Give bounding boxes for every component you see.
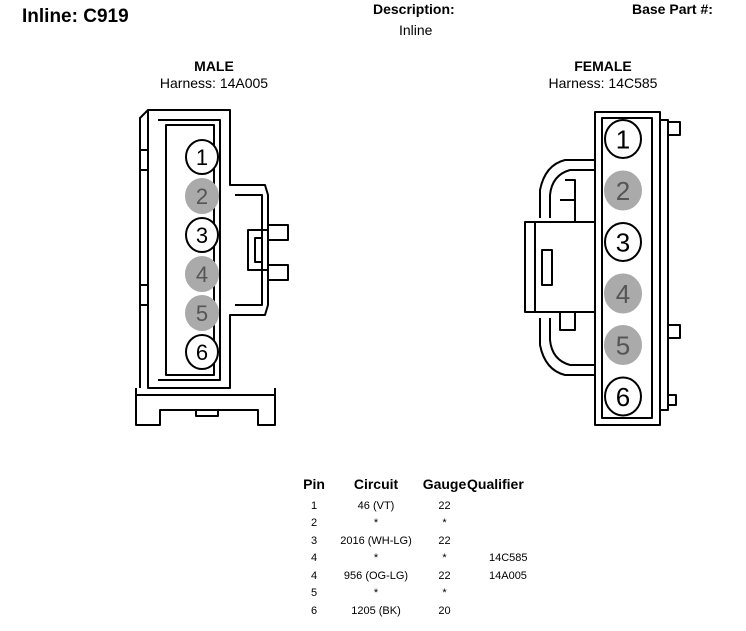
pin-column-header: Pin [303, 476, 325, 492]
circuit-cell: 956 (OG-LG) [343, 569, 409, 582]
male-pin-circle [185, 217, 219, 253]
female-pin-5: 5 [604, 325, 642, 365]
male-pin-6: 6 [185, 334, 219, 370]
male-harness-label: Harness: 14A005 [159, 75, 269, 91]
female-pin-label: 6 [616, 382, 630, 412]
qualifier-cell: 14A005 [489, 569, 527, 582]
connector-title: Inline: C919 [22, 6, 129, 27]
pin-cell: 5 [310, 587, 318, 600]
table-row: 1 46 (VT) 22 [298, 497, 569, 515]
circuit-cell: 1205 (BK) [351, 604, 401, 617]
male-connector-title: MALE [194, 58, 234, 74]
female-pin-label: 3 [616, 227, 630, 257]
male-pin-label: 4 [196, 262, 208, 287]
female-pin-label: 5 [616, 330, 630, 360]
female-pin-label: 4 [616, 279, 630, 309]
pin-cell: 3 [310, 534, 318, 547]
table-row: 2 * * [298, 515, 569, 533]
female-pin-4: 4 [604, 273, 642, 314]
circuit-cell: 2016 (WH-LG) [340, 534, 412, 547]
description-label: Description: [373, 1, 455, 17]
table-row: 3 2016 (WH-LG) 22 [298, 532, 569, 550]
pin-cell: 4 [310, 552, 318, 565]
female-pin-group: 1 2 3 4 5 6 [604, 119, 642, 417]
male-pin-circle [185, 256, 219, 292]
description-value: Inline [399, 22, 433, 38]
female-pin-2: 2 [604, 170, 642, 211]
male-pin-3: 3 [185, 217, 219, 253]
male-pin-circle [185, 334, 219, 370]
male-pin-4: 4 [185, 256, 219, 292]
table-row: 5 * * [298, 585, 569, 603]
male-pin-label: 1 [196, 145, 208, 170]
qualifier-cell: 14C585 [489, 552, 528, 565]
gauge-cell: * [442, 587, 447, 600]
circuit-column-header: Circuit [353, 476, 399, 492]
female-pin-circle [604, 273, 642, 314]
base-part-label: Base Part #: [632, 1, 713, 17]
female-pin-circle [604, 325, 642, 365]
gauge-column-header: Gauge [422, 476, 467, 492]
male-pin-circle [185, 139, 219, 175]
female-pin-circle [604, 119, 642, 159]
female-pin-3: 3 [604, 222, 642, 262]
gauge-cell: 22 [438, 534, 451, 547]
male-pin-group: 1 2 3 4 5 6 [185, 139, 219, 370]
qualifier-cell [467, 497, 569, 515]
pin-cell: 1 [310, 499, 318, 512]
qualifier-cell [467, 602, 569, 620]
gauge-cell: 22 [438, 569, 451, 582]
qualifier-cell [467, 515, 569, 533]
male-pin-label: 2 [196, 184, 208, 209]
male-pin-1: 1 [185, 139, 219, 175]
gauge-cell: * [442, 517, 447, 530]
female-connector-title: FEMALE [574, 58, 632, 74]
gauge-cell: * [442, 552, 447, 565]
male-pin-label: 5 [196, 301, 208, 326]
female-pin-6: 6 [604, 376, 642, 417]
female-pin-circle [604, 222, 642, 262]
table-row: 6 1205 (BK) 20 [298, 602, 569, 620]
table-row: 4 956 (OG-LG) 22 14A005 [298, 567, 569, 585]
qualifier-column-header: Qualifier [467, 476, 524, 492]
circuit-cell: * [373, 587, 379, 600]
circuit-cell: * [373, 517, 379, 530]
table-row: 4 * * 14C585 [298, 550, 569, 568]
male-pin-label: 6 [196, 340, 208, 365]
male-pin-label: 3 [196, 223, 208, 248]
male-pin-2: 2 [185, 178, 219, 214]
female-pin-label: 1 [616, 124, 630, 154]
male-connector-body [135, 109, 289, 426]
male-pin-circle [185, 295, 219, 331]
female-pin-circle [604, 376, 642, 417]
gauge-cell: 20 [438, 604, 451, 617]
female-connector-body [524, 111, 681, 426]
qualifier-cell [467, 585, 569, 603]
pin-cell: 6 [310, 604, 318, 617]
female-harness-label: Harness: 14C585 [548, 75, 658, 91]
female-pin-circle [604, 170, 642, 211]
male-pin-5: 5 [185, 295, 219, 331]
male-pin-circle [185, 178, 219, 214]
circuit-cell: * [373, 552, 379, 565]
female-pin-label: 2 [616, 176, 630, 206]
pin-cell: 2 [310, 517, 318, 530]
pin-cell: 4 [310, 569, 318, 582]
circuit-cell: 46 (VT) [357, 499, 395, 512]
female-pin-1: 1 [604, 119, 642, 159]
pinout-header-row: Pin Circuit Gauge Qualifier [298, 476, 569, 497]
gauge-cell: 22 [438, 499, 451, 512]
qualifier-cell [467, 532, 569, 550]
